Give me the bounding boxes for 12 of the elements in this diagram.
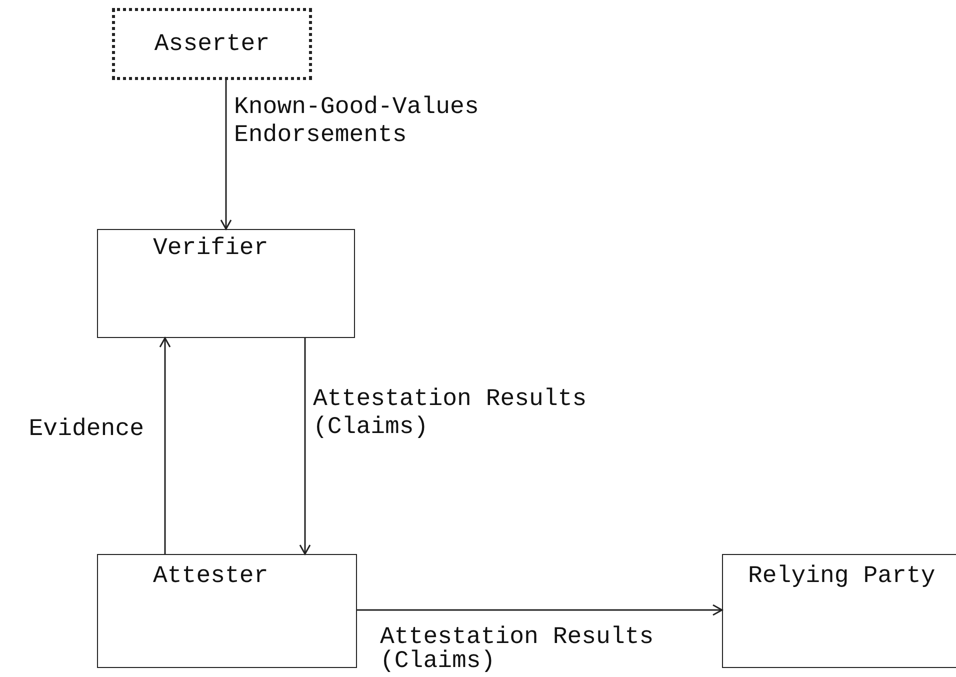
arrow xyxy=(220,80,232,230)
starred-box xyxy=(112,8,312,80)
node-title: Relying Party xyxy=(748,563,936,590)
arrow xyxy=(357,604,723,616)
arrow xyxy=(159,337,171,554)
arrow xyxy=(299,338,311,555)
node-title: Verifier xyxy=(153,235,268,262)
node-title: Attester xyxy=(153,563,268,590)
process-box xyxy=(97,229,355,338)
process-box xyxy=(722,554,956,668)
node-title: Asserter xyxy=(153,31,271,58)
process-box xyxy=(97,554,357,668)
